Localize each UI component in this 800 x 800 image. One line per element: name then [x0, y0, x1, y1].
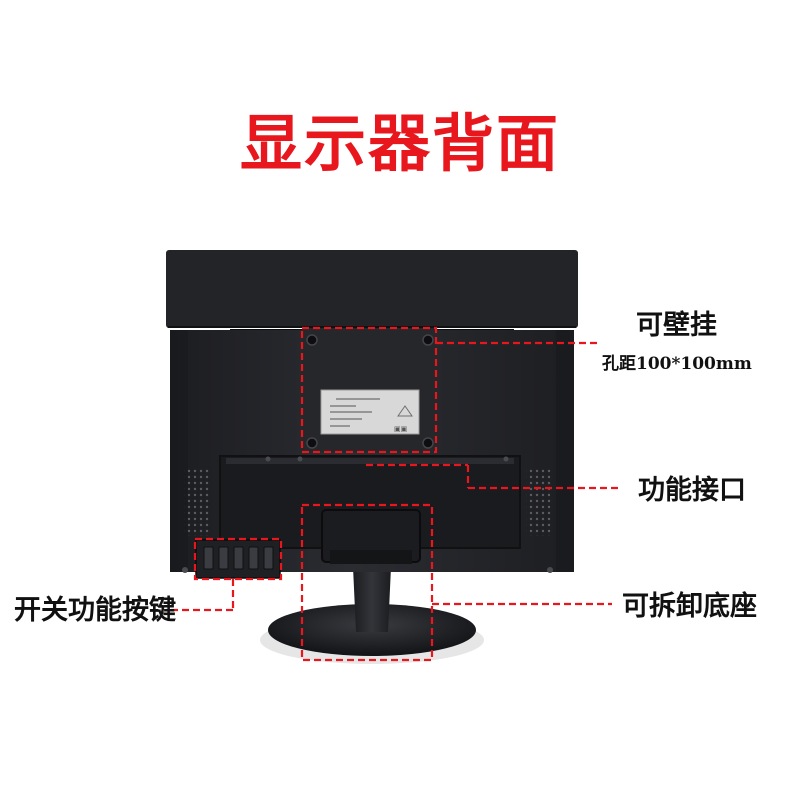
speaker-grille-left-icon — [184, 468, 210, 536]
hole-spacing-label: 孔距100*100mm — [602, 354, 752, 374]
sticker-print — [330, 398, 380, 427]
svg-text:▣▣: ▣▣ — [394, 425, 407, 433]
stand-label: 可拆卸底座 — [622, 591, 757, 622]
ports-label: 功能接口 — [638, 475, 746, 506]
control-buttons — [203, 546, 274, 570]
body-screws — [182, 456, 553, 573]
port-bay — [219, 455, 521, 549]
monitor-top-panel — [166, 250, 578, 328]
speaker-grille-right-icon — [526, 468, 552, 536]
screw-hole-icon — [306, 334, 434, 449]
callout-lines — [166, 326, 622, 662]
wall-mount-label: 可壁挂 — [636, 310, 717, 341]
buttons-label: 开关功能按键 — [14, 595, 176, 626]
page-title: 显示器背面 — [239, 107, 560, 180]
